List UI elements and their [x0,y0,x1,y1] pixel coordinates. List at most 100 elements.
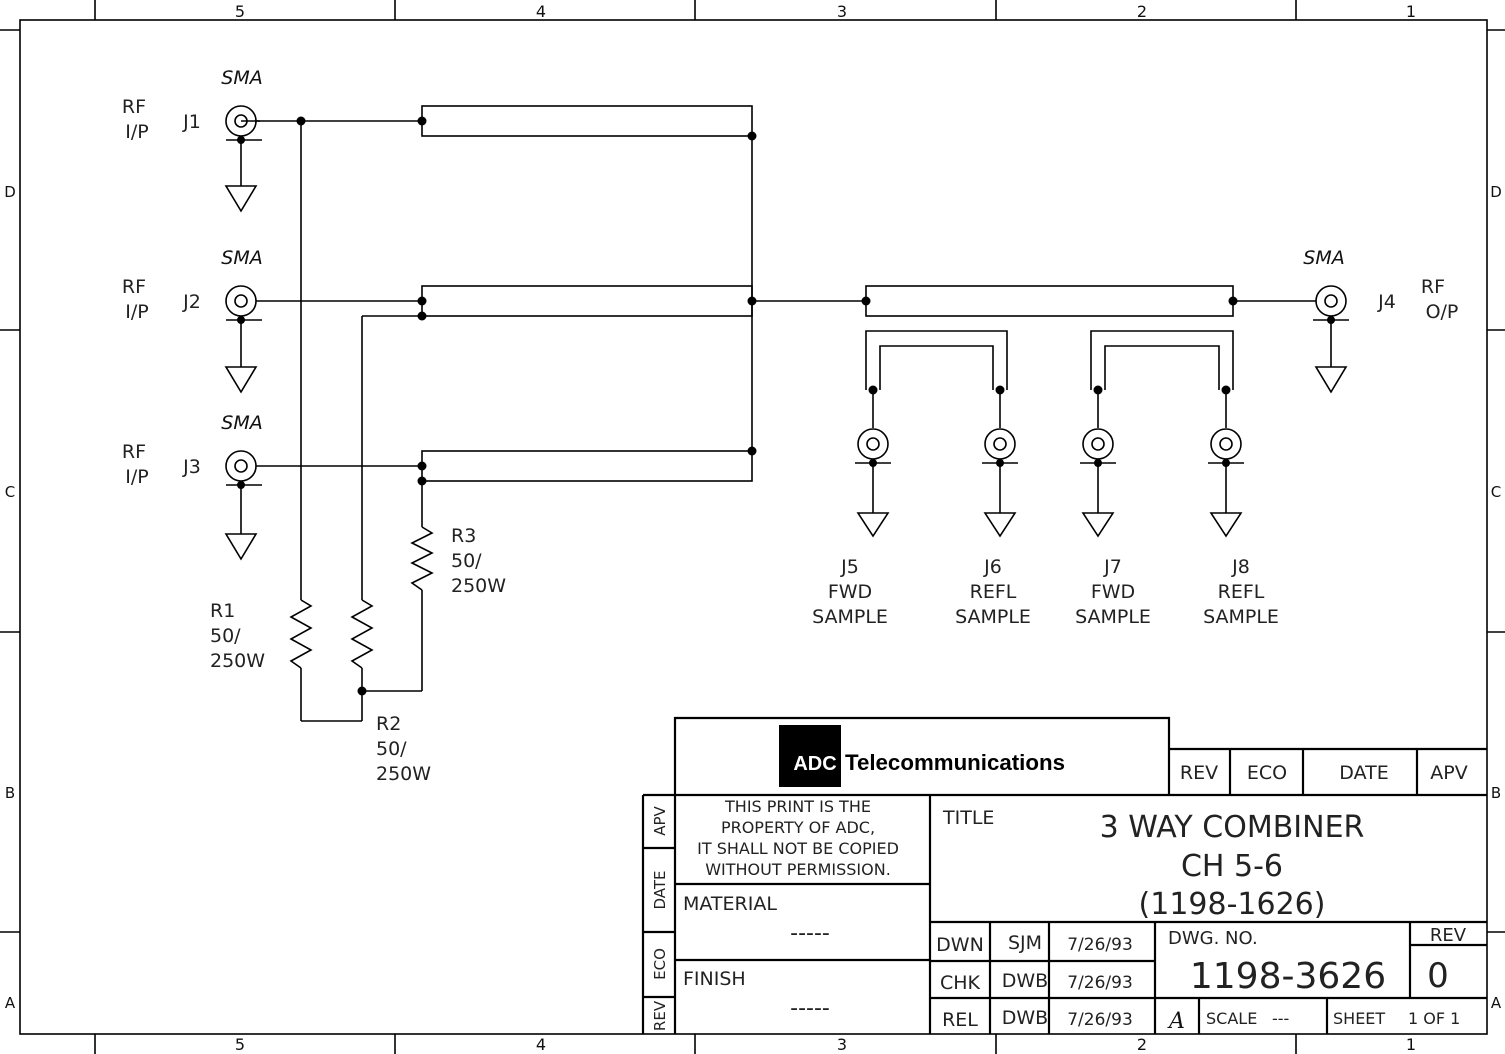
company-name: Telecommunications [845,750,1065,775]
j3-label-line1: RF [122,441,146,463]
zone-row-a-left: A [5,994,16,1012]
rev-value: 0 [1427,956,1449,996]
j5-label-line1: FWD [828,581,872,603]
rev-label: REV [1430,925,1467,946]
ground-icon [1209,512,1243,538]
ground-icon [224,185,258,213]
notice-line-3: IT SHALL NOT BE COPIED [697,839,899,858]
j8-label-line1: REFL [1218,581,1265,603]
title-block [641,716,1487,1034]
connector-j2 [224,285,262,394]
j7-label-line2: SAMPLE [1075,606,1151,628]
drawing-size: A [1167,1009,1185,1034]
zone-row-d-left: D [4,183,16,201]
j4-label-line1: RF [1421,276,1445,298]
dwg-no-label: DWG. NO. [1168,928,1258,949]
r3-value: 50/ [451,550,482,572]
j3-type-label: SMA [221,412,262,434]
connector-j7 [1080,428,1116,538]
connector-j3 [224,450,262,561]
ground-icon [856,512,890,538]
sheet-label: SHEET [1333,1009,1385,1028]
j4-label-line2: O/P [1426,301,1459,323]
zone-row-c-left: C [5,483,15,501]
j6-ref: J6 [983,556,1002,578]
connector-j5 [855,428,891,538]
coax-line-2 [421,285,753,317]
j8-label-line2: SAMPLE [1203,606,1279,628]
r2-power: 250W [376,763,431,785]
signoff-initials-rel: DWB [1002,1007,1048,1029]
ground-icon [1314,366,1348,394]
j2-label-line2: I/P [125,301,148,323]
material-label: MATERIAL [683,893,777,915]
finish-value: ----- [790,996,830,1021]
signoff-role-rel: REL [942,1009,978,1031]
zone-col-1-bottom: 1 [1406,1035,1416,1054]
signoff-initials-chk: DWB [1002,970,1048,992]
rev-header-rev: REV [1180,762,1218,784]
zone-col-5-bottom: 5 [235,1035,245,1054]
title-line-1: 3 WAY COMBINER [1100,810,1365,845]
r3-power: 250W [451,575,506,597]
j7-label-line1: FWD [1091,581,1135,603]
scale-value: --- [1272,1009,1289,1028]
signoff-role-dwn: DWN [936,934,984,956]
j3-label-line2: I/P [125,466,148,488]
zone-row-a-right: A [1491,994,1502,1012]
zone-col-2-bottom: 2 [1137,1035,1147,1054]
finish-label: FINISH [683,968,746,990]
side-label-apv: APV [651,805,669,835]
sheet-value: 1 OF 1 [1408,1009,1460,1028]
j2-label-line1: RF [122,276,146,298]
j6-label-line1: REFL [970,581,1017,603]
j5-label-line2: SAMPLE [812,606,888,628]
signoff-date-dwn: 7/26/93 [1067,935,1133,955]
j1-label-line1: RF [122,96,146,118]
j2-ref: J2 [182,291,201,313]
zone-col-3-bottom: 3 [837,1035,847,1054]
connector-j8 [1208,428,1244,538]
notice-line-4: WITHOUT PERMISSION. [705,860,891,879]
j5-ref: J5 [840,556,859,578]
material-value: ----- [790,921,830,946]
coupler-loop-1 [865,330,1008,428]
title-line-3: (1198-1626) [1139,887,1326,922]
r2-value: 50/ [376,738,407,760]
side-label-eco: ECO [651,948,669,980]
j3-ref: J3 [182,456,201,478]
side-label-rev: REV [651,1000,669,1031]
zone-col-5-top: 5 [235,2,245,21]
zone-col-2-top: 2 [1137,2,1147,21]
rev-header-date: DATE [1339,762,1388,784]
r2-ref: R2 [376,713,401,735]
connector-j6 [982,428,1018,538]
ground-icon [224,366,258,394]
adc-logo-block [779,725,841,787]
coax-line-3 [421,450,753,482]
r3-ref: R3 [451,525,476,547]
signoff-date-rel: 7/26/93 [1067,1010,1133,1030]
j1-label-line2: I/P [125,121,148,143]
zone-labels: 5 4 3 2 1 5 4 3 2 1 D C B A D C B A [4,2,1502,1054]
coupler-loop-2 [1090,330,1234,428]
r1-value: 50/ [210,625,241,647]
resistor-r2 [350,599,374,669]
zone-col-4-top: 4 [536,2,546,21]
j7-ref: J7 [1103,556,1122,578]
zone-row-b-left: B [5,784,15,802]
side-label-date: DATE [651,870,669,909]
resistor-r3 [410,526,434,591]
r1-ref: R1 [210,600,235,622]
j1-type-label: SMA [221,67,262,89]
signoff-initials-dwn: SJM [1008,932,1042,954]
notice-line-1: THIS PRINT IS THE [724,797,871,816]
resistor-r1 [289,599,313,669]
j2-type-label: SMA [221,247,262,269]
title-line-2: CH 5-6 [1181,849,1283,884]
ground-icon [224,533,258,561]
j1-ref: J1 [182,111,201,133]
zone-col-4-bottom: 4 [536,1035,546,1054]
rev-header-apv: APV [1430,762,1467,784]
